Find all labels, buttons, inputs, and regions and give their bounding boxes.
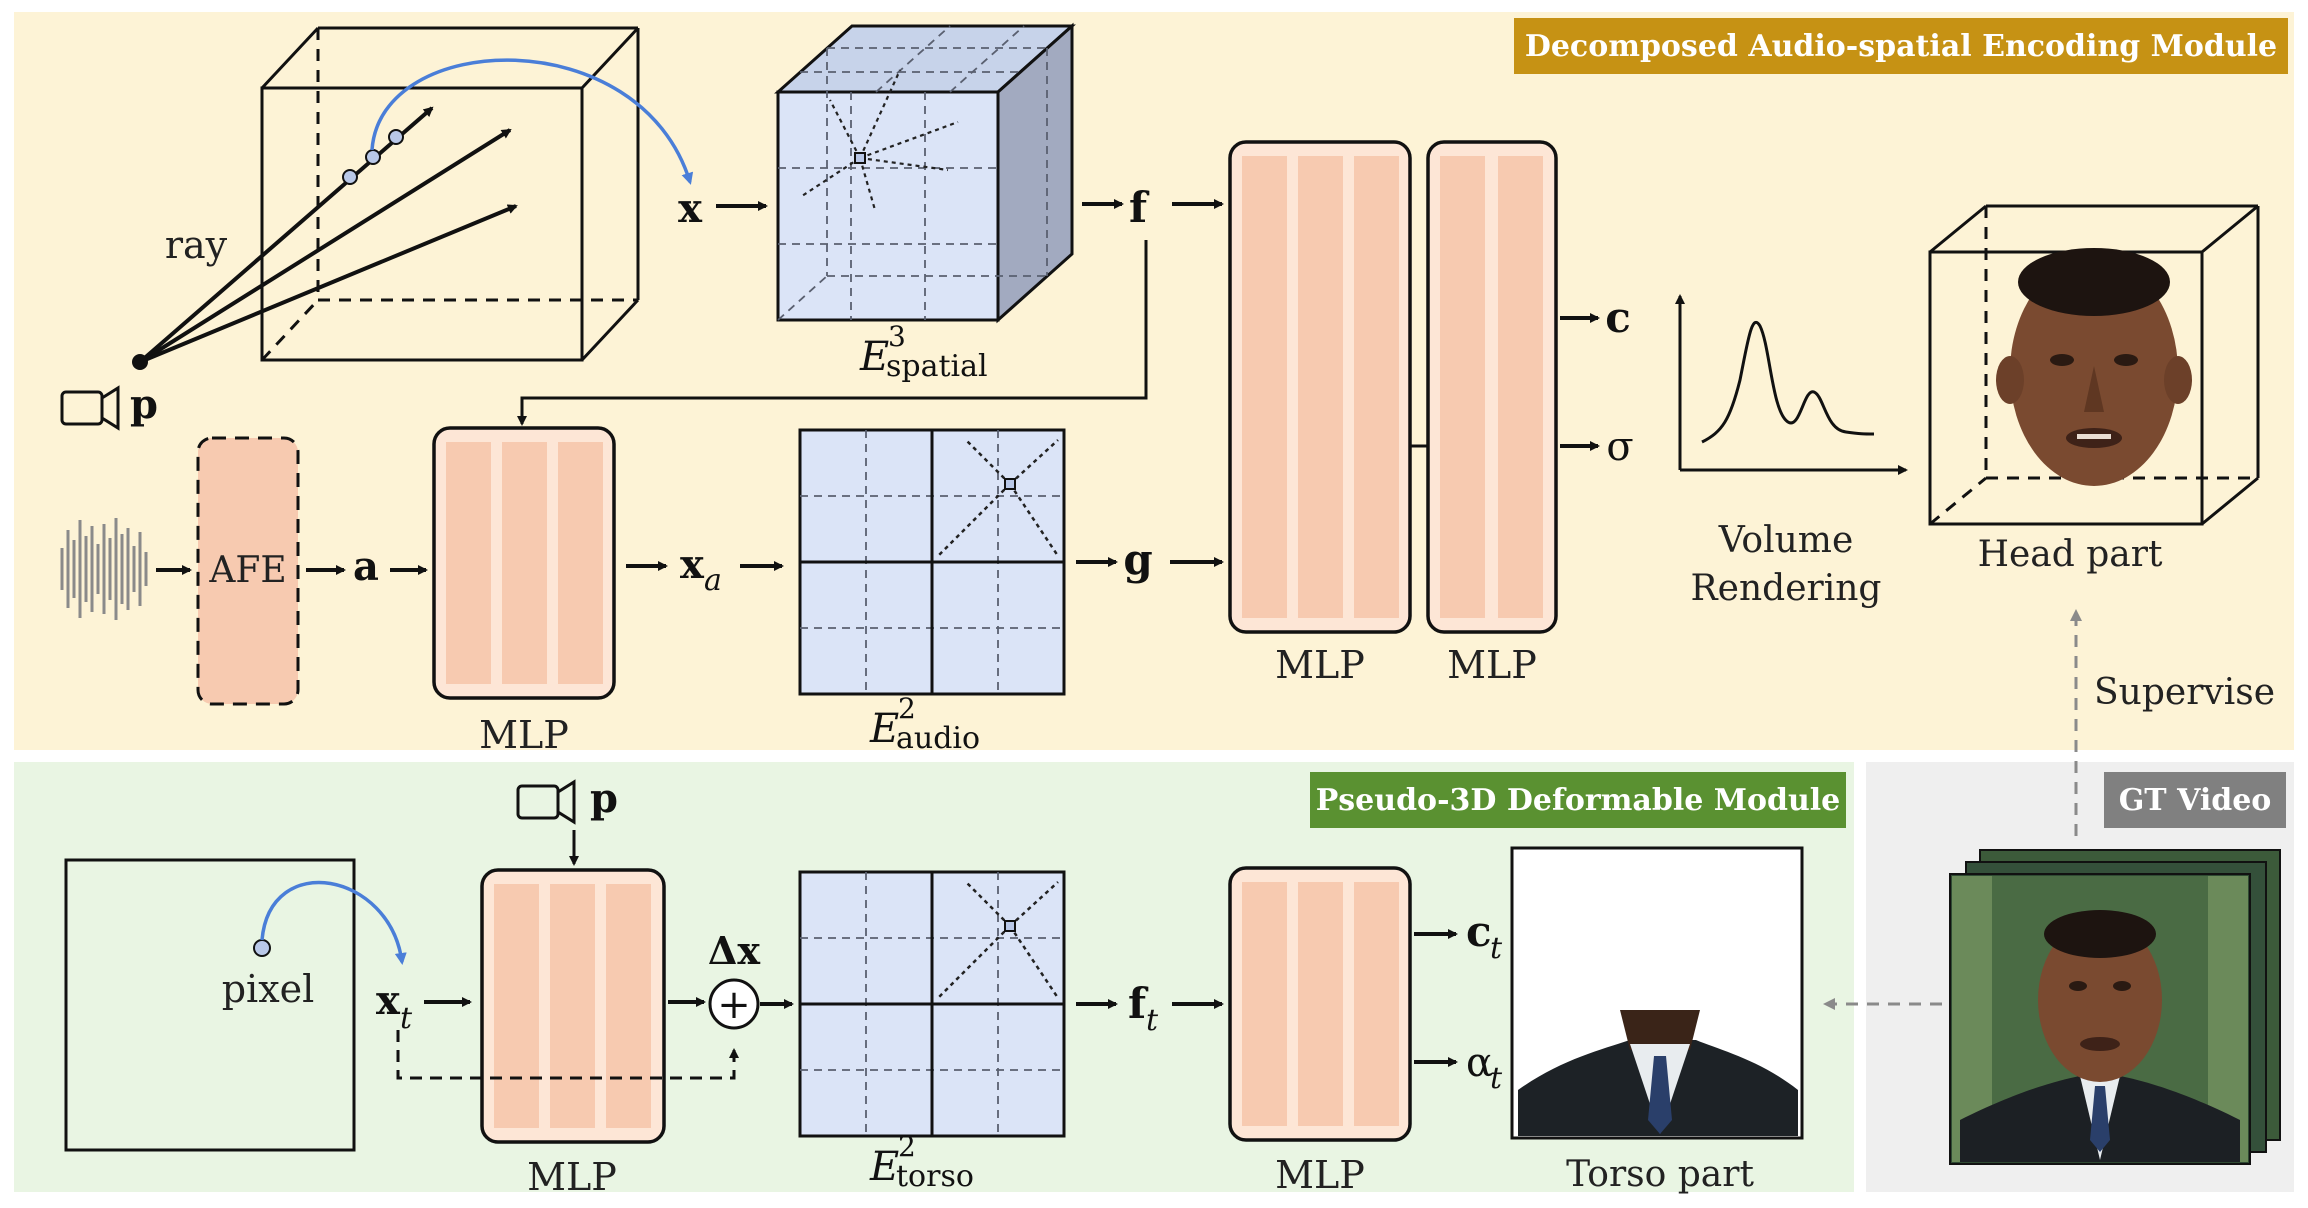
- e-spatial-sup: 3: [888, 320, 906, 353]
- skip-connection: [396, 1030, 739, 1080]
- curved-arrow-bottom: [260, 880, 407, 965]
- e-audio-sup: 2: [898, 692, 916, 725]
- delta-x-label: Δx: [708, 928, 760, 973]
- torso-grid-2d: [798, 870, 1066, 1138]
- ct-sub: t: [1490, 931, 1503, 966]
- head-mlp-block-2: [1426, 140, 1558, 634]
- volume-rendering-plot: [1675, 294, 1908, 475]
- e-spatial-label: E: [859, 334, 889, 380]
- pixel-dot: [253, 939, 271, 957]
- rays: [138, 106, 518, 364]
- arrow-f-to-audio-mlp: [517, 240, 1148, 426]
- e-torso-label: E: [869, 1144, 899, 1190]
- afe-label: AFE: [208, 550, 286, 591]
- ft-label: f: [1128, 979, 1149, 1028]
- gt-video-frames: [1949, 849, 2281, 1165]
- c-label: c: [1605, 293, 1631, 342]
- head-part-cube: [1928, 204, 2260, 526]
- sigma-label: σ: [1606, 424, 1633, 470]
- e-audio-sub: audio: [896, 721, 980, 756]
- ft-sub: t: [1146, 1003, 1159, 1038]
- audio-spatial-panel: [14, 12, 2294, 750]
- audio-mlp-block: [432, 426, 616, 700]
- spatial-grid-3d: [774, 22, 1076, 324]
- camera-pose-label-bottom: p: [590, 775, 618, 822]
- alpha-sub: t: [1490, 1061, 1503, 1096]
- audio-waveform: [60, 518, 148, 620]
- gt-video-badge-label: GT Video: [2119, 783, 2272, 818]
- a-label: a: [353, 543, 379, 590]
- g-label: g: [1123, 535, 1152, 584]
- camera-origin-dot: [132, 354, 148, 370]
- x-label: x: [678, 185, 703, 232]
- xt-sub: t: [400, 1001, 413, 1036]
- volume-rendering-label-1: Volume: [1718, 520, 1854, 561]
- audio-mlp-label: MLP: [479, 713, 569, 757]
- head-render-face: [1996, 248, 2192, 486]
- afe-block: [196, 436, 300, 706]
- alpha-label: α: [1466, 1040, 1493, 1086]
- deform-mlp-label: MLP: [527, 1155, 617, 1199]
- head-mlp-label-1: MLP: [1275, 643, 1365, 687]
- pixel-label: pixel: [222, 967, 315, 1011]
- gt-video-badge: [2104, 772, 2286, 828]
- e-spatial-sub: spatial: [886, 349, 988, 384]
- deformable-badge: [1310, 772, 1846, 828]
- volume-rendering-label-2: Rendering: [1691, 568, 1882, 609]
- audio-grid-2d: [798, 428, 1066, 696]
- xa-label: x: [680, 541, 705, 588]
- audio-spatial-badge-label: Decomposed Audio-spatial Encoding Module: [1525, 29, 2277, 64]
- curved-arrow-top: [370, 58, 694, 185]
- xt-label: x: [376, 977, 401, 1024]
- ct-label: c: [1466, 907, 1492, 956]
- plus-node: [708, 978, 760, 1030]
- f-label: f: [1129, 183, 1150, 232]
- deform-mlp-block: [480, 868, 666, 1144]
- e-torso-sup: 2: [898, 1130, 916, 1163]
- deformable-badge-label: Pseudo-3D Deformable Module: [1316, 783, 1841, 818]
- torso-mlp-label: MLP: [1275, 1153, 1365, 1197]
- head-mlp-block-1: [1228, 140, 1412, 634]
- image-plane: [64, 858, 356, 1152]
- supervise-label: Supervise: [2094, 672, 2275, 713]
- torso-mlp-block: [1228, 866, 1412, 1142]
- torso-part-image: [1510, 846, 1804, 1140]
- e-torso-sub: torso: [896, 1159, 974, 1194]
- torso-part-label: Torso part: [1566, 1154, 1754, 1195]
- plus-label: +: [717, 982, 751, 1028]
- sample-points: [342, 129, 404, 185]
- e-audio-label: E: [869, 706, 899, 752]
- audio-spatial-badge: [1514, 18, 2288, 74]
- head-part-label: Head part: [1978, 534, 2163, 575]
- camera-icon-bottom: [516, 779, 576, 825]
- xa-sub: a: [704, 563, 722, 598]
- camera-pose-label-top: p: [130, 381, 158, 428]
- camera-icon: [60, 385, 120, 431]
- head-mlp-label-2: MLP: [1447, 643, 1537, 687]
- ray-label: ray: [165, 223, 228, 267]
